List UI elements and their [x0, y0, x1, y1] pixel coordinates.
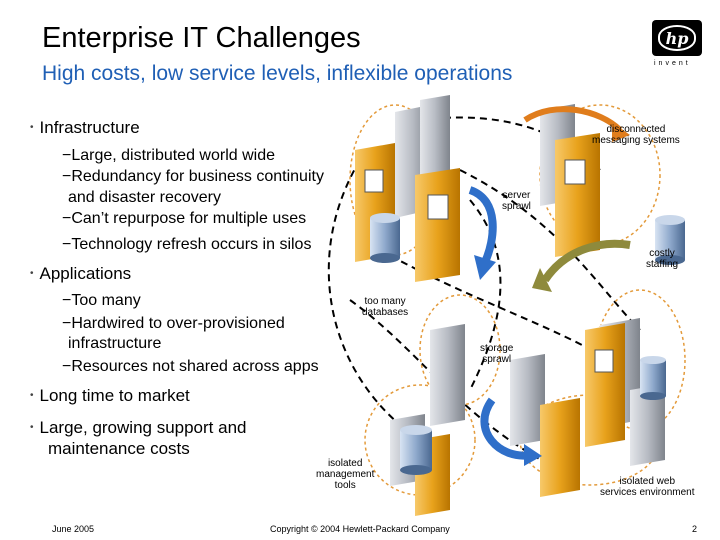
bullet-label: Infrastructure [39, 118, 140, 137]
gold-server-group [355, 133, 625, 516]
callout-too-many-databases: too many databases [362, 296, 408, 318]
bullet-label: Applications [39, 264, 132, 283]
callout-line: sprawl [502, 201, 531, 212]
bullet-dot-icon: • [30, 422, 34, 433]
bullet-label: Long time to market [39, 386, 190, 405]
bullet-support-costs-line2: maintenance costs [48, 439, 190, 458]
database-group [370, 213, 685, 475]
callout-line: isolated web [619, 476, 676, 487]
footer-date: June 2005 [52, 524, 95, 534]
callout-storage-sprawl: storage sprawl [480, 343, 513, 365]
callout-line: server [502, 190, 531, 201]
callout-disconnected-messaging: disconnected messaging systems [592, 124, 680, 146]
callout-line: tools [334, 480, 356, 491]
bullet-dot-icon: • [30, 390, 34, 401]
callout-costly-staffing: costly staffing [646, 248, 678, 270]
bullet-time-to-market: • Long time to market [30, 386, 190, 406]
arrow-group [468, 106, 631, 466]
callout-server-sprawl: server sprawl [502, 190, 531, 212]
callout-line: services environment [600, 487, 695, 498]
hp-logo: hp [652, 20, 702, 56]
callout-line: isolated [327, 458, 363, 469]
callout-line: management [316, 469, 375, 480]
bullet-sub-item: and disaster recovery [68, 189, 221, 206]
callout-isolated-web: isolated web services environment [600, 476, 694, 498]
bullet-sub-item: −Resources not shared across apps [62, 358, 319, 375]
bullet-applications: • Applications [30, 264, 131, 284]
callout-line: storage [480, 343, 514, 354]
bullet-dot-icon: • [30, 122, 34, 133]
hp-logo-mark: hp [658, 25, 696, 51]
bullet-infrastructure: • Infrastructure [30, 118, 140, 138]
page-subtitle: High costs, low service levels, inflexib… [42, 62, 513, 85]
bullet-sub-item: −Hardwired to over-provisioned [62, 315, 285, 332]
bullet-sub-item: infrastructure [68, 335, 162, 352]
callout-line: costly [649, 248, 675, 259]
callout-line: messaging systems [592, 135, 680, 146]
callout-line: disconnected [606, 124, 666, 135]
page-title: Enterprise IT Challenges [42, 22, 361, 54]
page-number: 2 [692, 524, 698, 534]
bullet-sub-item: −Technology refresh occurs in silos [62, 236, 312, 253]
bullet-sub-item: −Redundancy for business continuity [62, 168, 324, 185]
bullet-support-costs: • Large, growing support and [30, 418, 247, 438]
logo-tagline: invent [654, 60, 691, 67]
callout-line: sprawl [482, 354, 512, 365]
callout-line: too many [364, 296, 406, 307]
bullet-sub-item: −Too many [62, 292, 141, 309]
footer-copyright: Copyright © 2004 Hewlett-Packard Company [270, 524, 450, 534]
callout-line: staffing [646, 259, 679, 270]
bullet-sub-item: −Can’t repurpose for multiple uses [62, 210, 307, 227]
bullet-dot-icon: • [30, 268, 34, 279]
callout-line: databases [362, 307, 409, 318]
bullet-label: Large, growing support and [39, 418, 247, 437]
callout-isolated-management: isolated management tools [316, 458, 374, 491]
bullet-sub-item: −Large, distributed world wide [62, 147, 276, 164]
